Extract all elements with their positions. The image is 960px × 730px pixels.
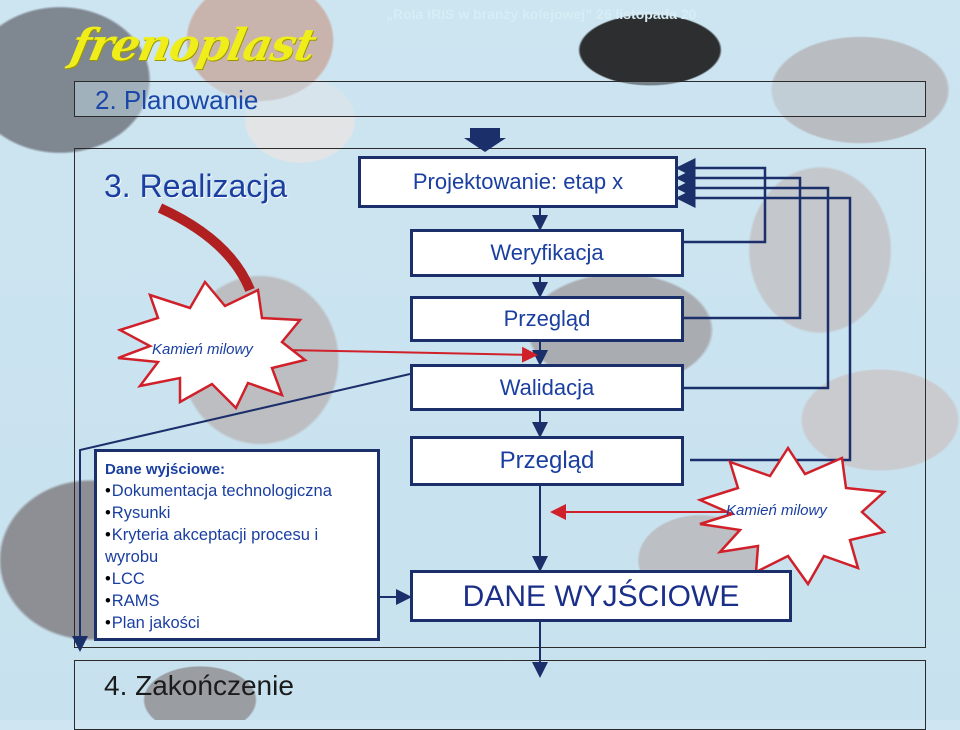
output-item-rysunki: Rysunki [105, 502, 369, 524]
output-item-rams: RAMS [105, 590, 369, 612]
final-review-box[interactable]: Przegląd [410, 436, 684, 486]
zakonczenie-title[interactable]: 4. Zakończenie [104, 670, 294, 701]
output-data-box[interactable]: DANE WYJŚCIOWE [410, 570, 792, 622]
output-data-title: Dane wyjściowe: [105, 461, 226, 478]
output-data-list: Dane wyjściowe: Dokumentacja technologic… [94, 449, 380, 641]
entry-arrow [464, 128, 506, 152]
milestone-label-right: Kamień milowy [726, 502, 827, 519]
output-item-plan-jakosci: Plan jakości [105, 612, 369, 634]
planowanie-title: 2. Planowanie [95, 85, 259, 115]
output-item-kryteria: Kryteria akceptacji procesu i [105, 524, 369, 546]
milestone-arrow-left [284, 346, 538, 363]
review-box[interactable]: Przegląd [410, 296, 684, 342]
connector-validation-outputs-list [72, 373, 411, 652]
feedback-loop-verification [675, 158, 767, 244]
realizacja-title: 3. Realizacja [104, 168, 288, 204]
planowanie-section-banner[interactable]: 2. Planowanie [74, 81, 926, 117]
event-caption: „Rola IRIS w branży kolejowej” 26 listop… [386, 6, 697, 22]
milestone-burst-right [696, 445, 887, 587]
output-item-dokumentacja: Dokumentacja technologiczna [105, 480, 369, 502]
verification-box[interactable]: Weryfikacja [410, 229, 684, 277]
feedback-loop-validation [675, 178, 830, 390]
output-item-kryteria-cont: wyrobu [105, 548, 159, 566]
realizacja-frame [74, 148, 926, 648]
design-stage-box[interactable]: Projektowanie: etap x [358, 156, 678, 208]
validation-box[interactable]: Walidacja [410, 364, 684, 411]
output-item-lcc: LCC [105, 568, 369, 590]
milestone-burst-left [116, 279, 308, 411]
decorative-red-arc [157, 203, 255, 292]
feedback-loop-review2 [675, 188, 852, 462]
milestone-label-left: Kamień milowy [152, 341, 253, 358]
feedback-loop-review [675, 168, 802, 320]
